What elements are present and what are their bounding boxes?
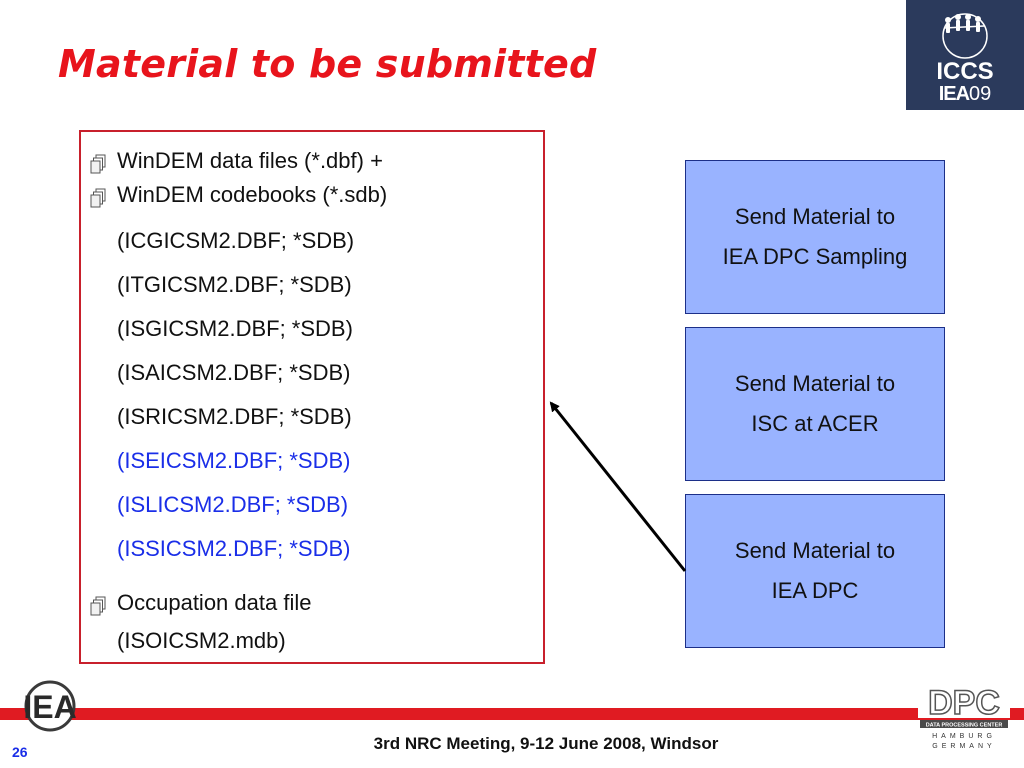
iccs-logo: ICCS IEA09 (906, 0, 1024, 110)
materials-list-box: WinDEM data files (*.dbf) + WinDEM codebo… (79, 130, 545, 664)
box-line-2: IEA DPC Sampling (722, 244, 908, 269)
list-item: (ISSICSM2.DBF; *SDB) (117, 536, 351, 561)
list-item: (ISOICSM2.mdb) (117, 628, 286, 653)
list-item: (ISGICSM2.DBF; *SDB) (117, 316, 353, 341)
logo-iccs-text: ICCS (936, 58, 994, 85)
send-material-dpc-sampling-box: Send Material to IEA DPC Sampling (685, 160, 945, 314)
list-item: Occupation data file (117, 590, 312, 615)
list-item: (ISLICSM2.DBF; *SDB) (117, 492, 349, 517)
footer-meeting-text: 3rd NRC Meeting, 9-12 June 2008, Windsor (373, 734, 719, 753)
list-item: (ITGICSM2.DBF; *SDB) (117, 272, 352, 297)
page-number: 26 (12, 744, 28, 760)
list-item: WinDEM codebooks (*.sdb) (117, 182, 388, 207)
dpc-logo-main: DPC (928, 684, 1000, 722)
footer-band (0, 708, 1024, 720)
send-material-iea-dpc-box: Send Material to IEA DPC (685, 494, 945, 648)
list-item: (ISEICSM2.DBF; *SDB) (117, 448, 351, 473)
dpc-logo-sub: DATA PROCESSING CENTER (926, 723, 1003, 729)
dpc-logo: DPC DATA PROCESSING CENTER HAMBURG GERMA… (918, 684, 1010, 750)
stacked-pages-icon (90, 188, 106, 208)
dpc-logo-city: HAMBURG (932, 733, 996, 740)
stacked-pages-icon (90, 596, 106, 616)
box-line-2: ISC at ACER (751, 411, 879, 436)
send-material-isc-acer-box: Send Material to ISC at ACER (685, 327, 945, 481)
logo-iea-text: IEA (938, 83, 970, 105)
logo-year-text: 09 (969, 83, 992, 105)
box-line-1: Send Material to (734, 538, 896, 563)
people-icon (942, 13, 988, 59)
list-item: (ICGICSM2.DBF; *SDB) (117, 228, 355, 253)
iea-logo: IEA (23, 680, 77, 732)
box-line-1: Send Material to (734, 371, 896, 396)
box-line-2: IEA DPC (771, 578, 859, 603)
list-item: (ISRICSM2.DBF; *SDB) (117, 404, 352, 429)
iea-logo-text: IEA (23, 689, 76, 725)
slide-title: Material to be submitted (58, 42, 597, 86)
logo-iea-year: IEA09 (906, 83, 1024, 105)
stacked-pages-icon (90, 154, 106, 174)
dpc-logo-country: GERMANY (932, 743, 995, 750)
list-item: WinDEM data files (*.dbf) + (117, 148, 383, 173)
list-item: (ISAICSM2.DBF; *SDB) (117, 360, 351, 385)
box-line-1: Send Material to (734, 204, 896, 229)
